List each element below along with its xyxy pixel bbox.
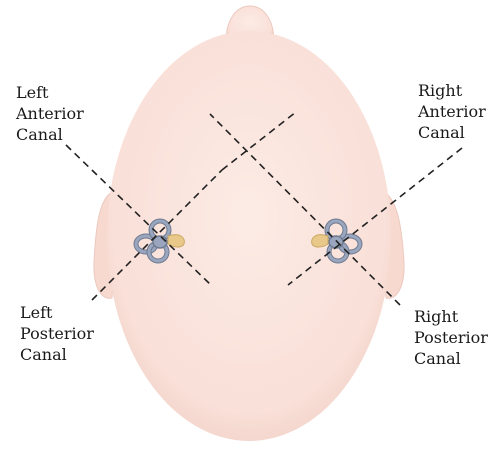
right-anterior-canal-label: Right Anterior Canal	[418, 80, 486, 143]
label-line: Canal	[414, 348, 488, 369]
left-anterior-canal-label: Left Anterior Canal	[16, 82, 84, 145]
label-line: Anterior	[16, 103, 84, 124]
label-line: Posterior	[414, 327, 488, 348]
right-posterior-canal-label: Right Posterior Canal	[414, 306, 488, 369]
label-line: Anterior	[418, 101, 486, 122]
label-line: Canal	[16, 124, 84, 145]
label-line: Left	[16, 82, 84, 103]
left-posterior-canal-label: Left Posterior Canal	[20, 302, 94, 365]
label-line: Canal	[20, 344, 94, 365]
label-line: Right	[418, 80, 486, 101]
label-line: Posterior	[20, 323, 94, 344]
label-line: Canal	[418, 122, 486, 143]
label-line: Left	[20, 302, 94, 323]
label-line: Right	[414, 306, 488, 327]
